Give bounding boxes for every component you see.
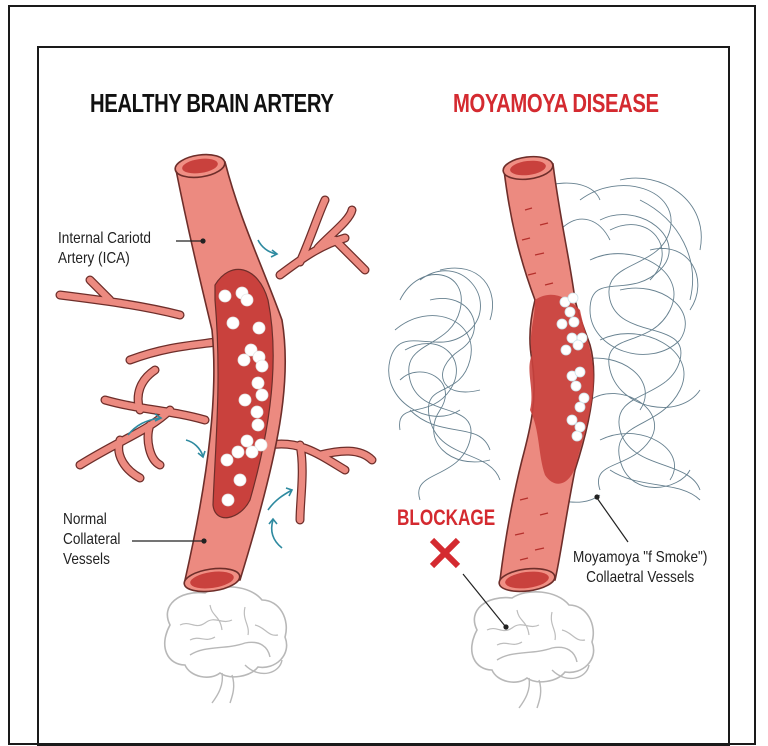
brain-left-icon — [163, 586, 288, 704]
label-normal-line2: Collateral — [63, 531, 121, 548]
label-normal-line1: Normal — [63, 511, 107, 528]
label-normal-collateral: Normal Collateral Vessels — [63, 510, 120, 570]
label-moyamoya-line1: Moyamoya "f Smoke") — [573, 549, 708, 566]
label-ica-line2: Artery (ICA) — [58, 250, 130, 267]
moyamoya-ica-artery — [498, 155, 595, 593]
healthy-ica-artery — [174, 153, 287, 593]
label-moyamoya-collateral: Moyamoya "f Smoke") Collaetral Vessels — [573, 548, 707, 588]
label-ica-line1: Internal Cariotd — [58, 230, 151, 247]
label-blockage: BLOCKAGE — [397, 505, 496, 530]
label-ica: Internal Cariotd Artery (ICA) — [58, 229, 151, 269]
label-leader-lines-right — [462, 494, 629, 630]
label-normal-line3: Vessels — [63, 551, 110, 568]
title-moyamoya-disease: MOYAMOYA DISEASE — [453, 88, 659, 118]
flow-arrow-icons — [127, 239, 294, 549]
blood-cells-left — [218, 286, 269, 507]
vessel-wall-streaks — [514, 207, 554, 561]
illustration-canvas — [55, 153, 702, 709]
blood-cells-right — [556, 292, 590, 442]
title-healthy-brain-artery: HEALTHY BRAIN ARTERY — [90, 88, 334, 118]
label-moyamoya-line2: Collaetral Vessels — [586, 569, 695, 586]
x-mark-icon — [429, 537, 461, 569]
brain-right-icon — [470, 591, 595, 709]
label-leader-lines-left — [132, 238, 207, 544]
